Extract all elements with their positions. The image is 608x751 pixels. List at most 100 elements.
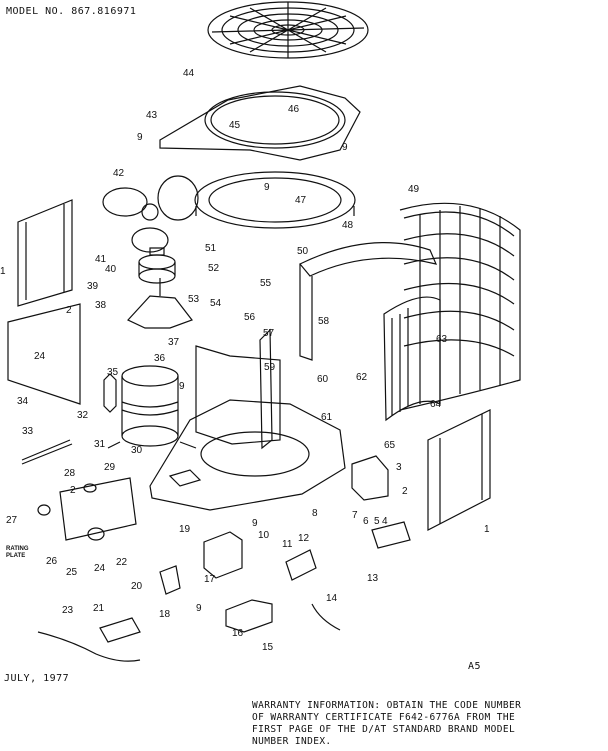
part-number-55: 55 [260, 278, 272, 289]
part-number-24: 24 [94, 563, 106, 574]
part-number-9: 9 [252, 518, 258, 529]
part-number-42: 42 [113, 168, 125, 179]
part-number-53: 53 [188, 294, 200, 305]
part-number-40: 40 [105, 264, 117, 275]
relay [285, 549, 317, 581]
part-number-34: 34 [17, 396, 29, 407]
part-number-8: 8 [312, 508, 318, 519]
part-number-11: 11 [282, 539, 293, 550]
warranty-line: NUMBER INDEX. [252, 736, 332, 747]
partition [195, 345, 281, 445]
part-number-9: 9 [342, 142, 348, 153]
top-panel [159, 85, 361, 161]
part-number-36: 36 [154, 353, 166, 364]
part-number-18: 18 [159, 609, 171, 620]
warranty-line: WARRANTY INFORMATION: OBTAIN THE CODE NU… [252, 700, 522, 711]
condenser-coil [299, 242, 441, 422]
part-number-12: 12 [298, 533, 310, 544]
part-number-32: 32 [77, 410, 89, 421]
accumulator [103, 373, 117, 413]
part-number-61: 61 [321, 412, 333, 423]
part-number-51: 51 [205, 243, 217, 254]
part-number-20: 20 [131, 581, 143, 592]
base-pan [149, 399, 346, 511]
contactor [351, 455, 389, 501]
part-number-2: 2 [70, 485, 76, 496]
fan-blade [102, 175, 199, 253]
part-number-10: 10 [258, 530, 270, 541]
part-number-60: 60 [317, 374, 329, 385]
part-number-59: 59 [264, 362, 276, 373]
part-number-56: 56 [244, 312, 256, 323]
warranty-line: FIRST PAGE OF THE D/AT STANDARD BRAND MO… [252, 724, 516, 735]
side-panel-right [427, 409, 491, 531]
part-number-1: 1 [0, 266, 6, 277]
part-number-9: 9 [179, 381, 185, 392]
part-number-2: 2 [66, 305, 72, 316]
part-number-45: 45 [229, 120, 241, 131]
part-number-15: 15 [262, 642, 274, 653]
part-number-17: 17 [204, 574, 216, 585]
tube [21, 439, 73, 465]
part-number-4: 4 [382, 516, 388, 527]
wire [311, 603, 341, 631]
part-number-26: 26 [46, 556, 58, 567]
part-number-13: 13 [367, 573, 379, 584]
access-panel [7, 303, 81, 405]
orifice-ring [194, 171, 356, 229]
part-number-33: 33 [22, 426, 34, 437]
part-number-62: 62 [356, 372, 368, 383]
rating-plate-label: RATING PLATE [6, 546, 29, 560]
part-number-47: 47 [295, 195, 307, 206]
part-number-23: 23 [62, 605, 74, 616]
part-number-52: 52 [208, 263, 220, 274]
part-number-38: 38 [95, 300, 107, 311]
part-number-65: 65 [384, 440, 396, 451]
part-number-9: 9 [264, 182, 270, 193]
rating-plate-line-2: PLATE [6, 553, 26, 559]
terminal-block [99, 617, 141, 643]
part-number-46: 46 [288, 104, 300, 115]
part-number-30: 30 [131, 445, 143, 456]
thermostat [371, 521, 411, 549]
warranty-info: WARRANTY INFORMATION: OBTAIN THE CODE NU… [252, 700, 606, 748]
part-number-5: 5 [374, 516, 380, 527]
part-number-28: 28 [64, 468, 76, 479]
part-number-9: 9 [137, 132, 143, 143]
fan-grille [207, 1, 369, 59]
part-number-39: 39 [87, 281, 99, 292]
part-number-2: 2 [402, 486, 408, 497]
part-number-44: 44 [183, 68, 195, 79]
part-number-37: 37 [168, 337, 180, 348]
part-number-64: 64 [430, 399, 442, 410]
motor-mount [127, 278, 193, 329]
part-number-3: 3 [396, 462, 402, 473]
partition-bracket [259, 328, 273, 450]
side-panel-left [17, 199, 73, 307]
part-number-7: 7 [352, 510, 358, 521]
coil-guard [399, 202, 521, 411]
part-number-6: 6 [363, 516, 369, 527]
part-number-24: 24 [34, 351, 46, 362]
warranty-line: OF WARRANTY CERTIFICATE F642-6776A FROM … [252, 712, 516, 723]
compressor [107, 365, 197, 449]
part-number-35: 35 [107, 367, 119, 378]
part-number-16: 16 [232, 628, 244, 639]
pressure-switch [159, 565, 181, 595]
part-number-9: 9 [196, 603, 202, 614]
part-number-21: 21 [93, 603, 105, 614]
part-number-14: 14 [326, 593, 338, 604]
exploded-parts-diagram: 4443454699429474849504151405239385354551… [0, 1, 521, 662]
part-number-49: 49 [408, 184, 420, 195]
part-number-57: 57 [263, 328, 275, 339]
part-number-31: 31 [94, 439, 106, 450]
part-number-58: 58 [318, 316, 330, 327]
part-number-54: 54 [210, 298, 222, 309]
part-number-1: 1 [484, 524, 490, 535]
capacitor [203, 531, 243, 579]
model-number: MODEL NO. 867.816971 [6, 6, 137, 17]
part-number-19: 19 [179, 524, 191, 535]
date: JULY, 1977 [4, 673, 70, 684]
rating-plate-line-1: RATING [6, 546, 29, 552]
